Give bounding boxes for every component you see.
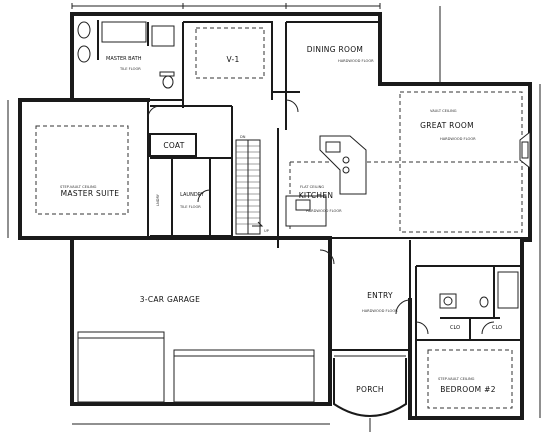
note-tile-floor-laundry: TILE FLOOR <box>179 205 201 209</box>
stairs <box>235 139 264 235</box>
kitchen-fixtures <box>285 135 367 227</box>
room-labels: MASTER BATH V-1 DINING ROOM GREAT ROOM C… <box>61 45 502 394</box>
master-suite-label: MASTER SUITE <box>61 189 120 198</box>
door-swings <box>147 99 495 335</box>
dimension-lines <box>7 3 541 425</box>
note-tile-floor-bath: TILE FLOOR <box>119 67 141 71</box>
note-up: UP <box>264 229 270 233</box>
exterior-walls <box>18 12 532 420</box>
note-step-ceiling-bed: STEP-VAULT CEILING <box>438 377 475 381</box>
porch-label: PORCH <box>356 385 384 394</box>
garage-label: 3-CAR GARAGE <box>140 295 200 304</box>
ceiling-outlines <box>35 27 523 409</box>
note-flat-ceiling: FLAT CEILING <box>300 185 324 189</box>
great-room-label: GREAT ROOM <box>420 121 474 130</box>
master-bath-label: MASTER BATH <box>106 56 142 62</box>
kitchen-label: KITCHEN <box>299 191 334 200</box>
interior-walls <box>70 20 530 418</box>
note-hardwood-kitchen: HARDWOOD FLOOR <box>306 209 342 213</box>
bath-fixtures <box>77 21 519 309</box>
v1-label: V-1 <box>226 55 239 64</box>
coat-label: COAT <box>163 141 184 150</box>
fireplace <box>519 130 531 170</box>
porch <box>333 355 407 432</box>
note-hardwood-great: HARDWOOD FLOOR <box>440 137 476 141</box>
garage-doors <box>77 331 315 403</box>
entry-label: ENTRY <box>367 291 393 300</box>
note-vault-ceiling: VAULT CEILING <box>430 109 457 113</box>
note-step-ceiling: STEP-VAULT CEILING <box>60 185 97 189</box>
plan-notes: TILE FLOOR HARDWOOD FLOOR VAULT CEILING … <box>60 59 476 381</box>
laundry-label: LAUNDRY <box>180 192 205 198</box>
note-hardwood-dining: HARDWOOD FLOOR <box>338 59 374 63</box>
note-hardwood-entry: HARDWOOD FLOOR <box>362 309 398 313</box>
note-dn: DN <box>240 135 246 139</box>
clo-left-label: CLO <box>450 325 460 331</box>
dining-room-label: DINING ROOM <box>307 45 363 54</box>
lndry-label: LNDRY <box>156 193 160 206</box>
bedroom2-label: BEDROOM #2 <box>440 385 496 394</box>
clo-right-label: CLO <box>492 325 502 331</box>
